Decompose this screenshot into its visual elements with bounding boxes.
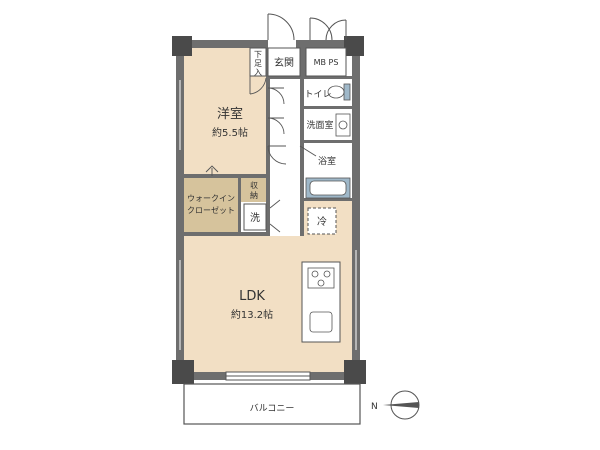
entrance-box	[267, 47, 301, 77]
balcony-door	[225, 371, 311, 381]
shoe-storage-char-1: 下	[254, 50, 262, 59]
entrance-label: 玄関	[274, 56, 294, 69]
toilet-icon	[327, 83, 351, 101]
bathtub-icon	[305, 177, 351, 199]
hallway-floor	[268, 74, 302, 236]
compass-north-icon: N	[371, 390, 420, 420]
entrance-door	[267, 13, 347, 41]
interior-doors	[205, 76, 317, 233]
fridge-space	[307, 207, 337, 235]
storage-label-line2: 納	[250, 190, 258, 200]
walk-in-closet-label-line1: ウォークイン	[187, 194, 235, 203]
shoe-storage-char-3: 入	[254, 68, 262, 77]
walk-in-closet-label-line2: クローゼット	[187, 205, 235, 215]
toilet-label: トイレ	[304, 90, 331, 100]
windows	[179, 80, 357, 350]
structural-columns	[172, 36, 366, 384]
kitchen-counter-icon	[301, 261, 341, 343]
storage-label-line1: 収	[250, 180, 258, 190]
storage-floor	[240, 178, 268, 202]
washer-label: 洗	[250, 212, 260, 224]
balcony	[183, 383, 361, 425]
washbasin-icon	[335, 113, 351, 137]
fridge-label: 冷	[317, 215, 327, 228]
interior-walls	[182, 76, 352, 236]
washroom-label: 洗面室	[306, 119, 333, 131]
svg-text:N: N	[371, 402, 378, 412]
balcony-label: バルコニー	[250, 403, 295, 414]
mb-ps-box	[305, 47, 347, 77]
western-room-size: 約5.5帖	[212, 126, 248, 139]
walk-in-closet-floor	[182, 178, 240, 234]
bathroom-label: 浴室	[318, 155, 336, 167]
ldk-size: 約13.2帖	[231, 308, 273, 321]
shoe-storage-char-2: 足	[254, 59, 262, 68]
ldk-label: LDK	[239, 289, 265, 304]
shoe-storage-box	[249, 47, 267, 77]
washer-space	[243, 203, 267, 231]
mb-ps-label: MB PS	[314, 58, 339, 67]
western-room-label: 洋室	[217, 106, 243, 122]
shoe-storage-label: 下 足 入	[254, 50, 262, 77]
